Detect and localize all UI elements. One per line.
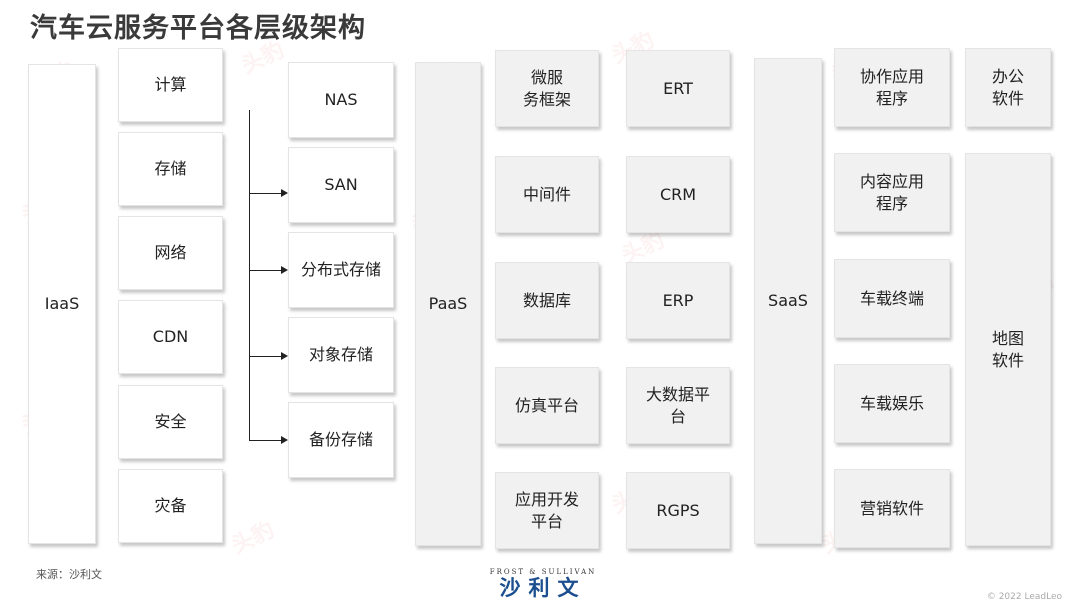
paas-item: ERT [626,50,730,127]
storage-tree-line [249,110,250,440]
paas-item: CRM [626,156,730,233]
iaas-item: CDN [118,300,223,374]
paas-item-label: 数据库 [522,290,571,310]
paas-label: PaaS [428,294,468,313]
saas-item: 车载娱乐 [834,364,950,443]
iaas-item: 安全 [118,385,223,459]
paas-item: 仿真平台 [495,367,599,444]
source-note: 来源：沙利文 [36,568,102,581]
storage-item: 备份存储 [288,402,394,478]
paas-item: 数据库 [495,262,599,339]
iaas-label: IaaS [44,294,80,313]
logo: FROST & SULLIVAN 沙利文 [478,568,608,600]
paas-item: RGPS [626,472,730,549]
saas-map-label: 地图 软件 [991,328,1024,370]
paas-item-label: 应用开发 平台 [514,489,579,531]
saas-item: 车载终端 [834,259,950,338]
iaas-item-label: CDN [152,327,189,346]
logo-cn-text: 沙利文 [499,576,587,600]
paas-item-label: 中间件 [522,184,571,204]
storage-item: NAS [288,62,394,138]
arrow-icon [281,189,288,197]
storage-item: 对象存储 [288,317,394,393]
logo-top-text: FROST & SULLIVAN [489,568,597,576]
storage-item-label: 备份存储 [308,430,373,449]
iaas-item: 计算 [118,48,223,122]
saas-item-label: 内容应用 程序 [859,171,924,213]
paas-item-label: 大数据平 台 [645,384,710,426]
iaas-item-label: 安全 [154,412,187,431]
storage-item-label: 分布式存储 [300,260,381,279]
paas-item: 大数据平 台 [626,367,730,444]
storage-item-label: 对象存储 [308,345,373,364]
paas-item: 应用开发 平台 [495,472,599,549]
arrow-icon [281,436,288,444]
saas-item-label: 车载娱乐 [859,393,924,413]
saas-item: 协作应用 程序 [834,48,950,127]
saas-item-label: 车载终端 [859,288,924,308]
iaas-item-label: 存储 [154,159,187,178]
saas-label-box: SaaS [754,58,822,544]
storage-item: SAN [288,147,394,223]
arrow-icon [281,352,288,360]
saas-item-label: 营销软件 [859,498,924,518]
arrow-icon [281,266,288,274]
storage-item-label: NAS [324,90,358,109]
paas-item: 中间件 [495,156,599,233]
storage-item-label: SAN [324,175,358,194]
saas-label: SaaS [768,291,808,310]
saas-item: 营销软件 [834,469,950,548]
saas-map-box: 地图 软件 [965,153,1051,546]
paas-item-label: 仿真平台 [514,395,579,415]
iaas-item-label: 灾备 [154,496,187,515]
paas-label-box: PaaS [415,62,481,546]
saas-office-box: 办公 软件 [965,48,1051,127]
paas-item-label: 微服 务框架 [522,67,571,109]
storage-branch-line [249,193,281,194]
paas-item: 微服 务框架 [495,50,599,127]
saas-item-label: 协作应用 程序 [859,66,924,108]
storage-branch-line [249,440,281,441]
paas-item-label: RGPS [656,500,700,520]
page-title: 汽车云服务平台各层级架构 [30,13,366,44]
paas-item-label: CRM [659,184,697,204]
iaas-item: 存储 [118,132,223,206]
paas-item-label: ERP [662,290,694,310]
paas-item-label: ERT [663,78,693,98]
iaas-item: 网络 [118,216,223,290]
copyright: © 2022 LeadLeo [986,592,1062,602]
saas-item: 内容应用 程序 [834,153,950,232]
iaas-item-label: 网络 [154,243,187,262]
iaas-item: 灾备 [118,469,223,543]
storage-item: 分布式存储 [288,232,394,308]
watermark: 头豹 [227,517,279,559]
saas-office-label: 办公 软件 [991,66,1024,108]
iaas-item-label: 计算 [154,75,187,94]
storage-branch-line [249,270,281,271]
iaas-label-box: IaaS [28,64,96,544]
paas-item: ERP [626,262,730,339]
storage-branch-line [249,356,281,357]
